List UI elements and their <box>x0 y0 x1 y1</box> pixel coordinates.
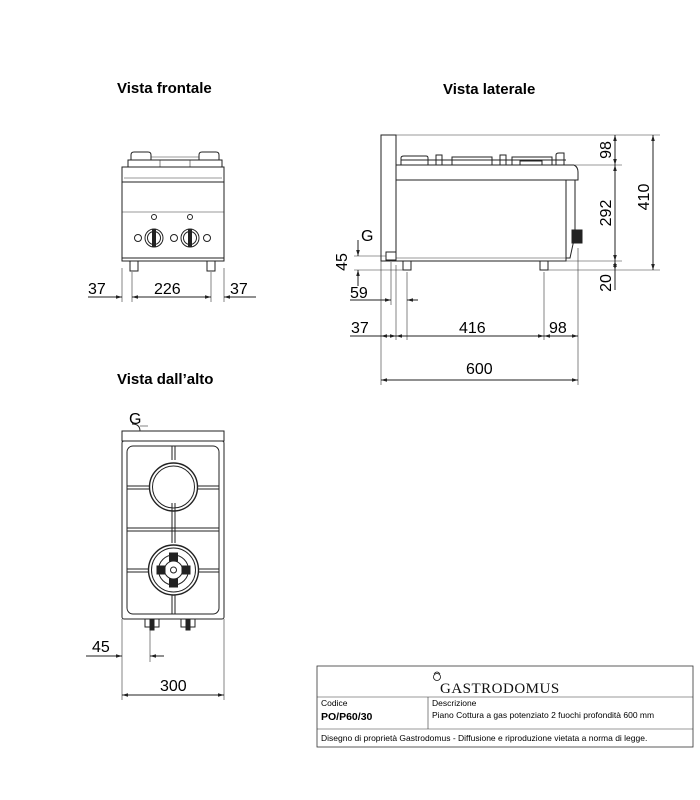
side-foot-front <box>539 260 549 271</box>
top-backsplash <box>121 430 225 442</box>
front-view: Vista frontale <box>88 80 256 302</box>
front-dim-right: 37 <box>230 281 248 298</box>
side-grates <box>400 152 566 166</box>
brand-logo: GASTRODOMUS <box>433 671 560 697</box>
side-backsplash <box>380 134 397 262</box>
description-value: Piano Cottura a gas potenziato 2 fuochi … <box>432 710 654 720</box>
top-view-title: Vista dall’alto <box>117 371 213 388</box>
side-dim-middle: 416 <box>459 320 486 337</box>
front-body <box>121 181 225 262</box>
description-label: Descrizione <box>432 698 477 708</box>
side-dim-total-depth: 600 <box>466 361 493 378</box>
top-view: Vista dall’alto G <box>86 371 225 700</box>
side-dim-right-offset: 98 <box>549 320 567 337</box>
title-block: GASTRODOMUS Codice PO/P60/30 Descrizione… <box>316 665 694 748</box>
side-view-title: Vista laterale <box>443 81 535 98</box>
top-grate <box>127 446 219 614</box>
side-dim-gas-offset: 59 <box>350 285 368 302</box>
side-dim-body-height: 292 <box>598 200 615 227</box>
side-gas-label: G <box>361 228 373 245</box>
front-foot-left <box>129 260 139 272</box>
front-knob-right <box>170 228 200 248</box>
top-burner-rear <box>148 462 199 512</box>
top-dim-left-offset: 45 <box>92 639 110 656</box>
top-gas-pipe <box>131 423 141 432</box>
side-top-plate <box>395 164 579 181</box>
front-knob-left <box>134 228 164 248</box>
side-body <box>395 179 567 262</box>
code-label: Codice <box>321 698 348 708</box>
front-view-title: Vista frontale <box>117 80 212 97</box>
top-burner-front <box>147 544 200 596</box>
side-view: Vista laterale G <box>334 81 660 385</box>
brand-name: GASTRODOMUS <box>440 681 560 697</box>
side-dim-left-offset: 37 <box>351 320 369 337</box>
top-dim-width: 300 <box>160 678 187 695</box>
top-gas-label: G <box>129 411 141 428</box>
side-front-panel <box>565 179 576 259</box>
front-dim-center: 226 <box>154 281 181 298</box>
front-foot-right <box>206 260 216 272</box>
front-pilot-right <box>187 214 193 220</box>
front-pilot-left <box>151 214 157 220</box>
front-grate <box>127 151 223 168</box>
side-dim-leg-height: 20 <box>598 274 615 292</box>
front-top-plate <box>121 166 225 183</box>
top-knobs <box>144 618 196 631</box>
side-foot-rear <box>402 260 412 271</box>
code-value: PO/P60/30 <box>321 711 373 723</box>
side-dim-gas-height: 45 <box>334 253 351 271</box>
side-dim-total-height: 410 <box>636 184 653 211</box>
front-dim-left: 37 <box>88 281 106 298</box>
title-block-footer: Disegno di proprietà Gastrodomus - Diffu… <box>321 733 647 743</box>
side-dim-top-height: 98 <box>598 141 615 159</box>
